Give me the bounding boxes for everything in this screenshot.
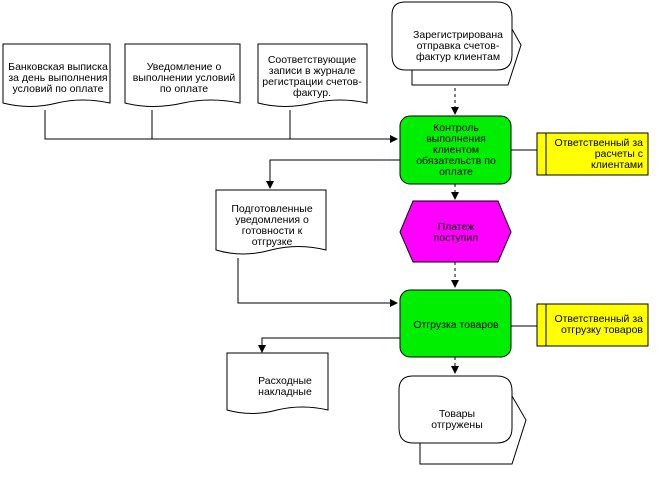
shipping-responsible-role-box[interactable] — [536, 303, 649, 347]
ship-goods-label: Отгрузка товаров — [413, 318, 499, 331]
connector-bank-statement — [44, 110, 398, 143]
control-obligations-function[interactable] — [399, 115, 512, 185]
waybills-document[interactable] — [226, 352, 329, 414]
connector-notifications-to-shipping — [237, 258, 398, 307]
payments-responsible-role-shape — [536, 132, 649, 176]
ship-goods-function[interactable] — [399, 289, 512, 358]
journal-records-document[interactable] — [257, 43, 368, 107]
prepared-notifications-label: Подготовленные уведомления о готовности … — [231, 203, 313, 248]
notification-label: Уведомление о выполнении условий по опла… — [132, 60, 236, 95]
invoices-registered-event-box[interactable] — [391, 1, 513, 71]
bank-statement-document[interactable] — [2, 43, 111, 107]
waybills-label: Расходные накладные — [258, 375, 312, 398]
prepared-notifications-document[interactable] — [215, 189, 327, 255]
goods-shipped-event-shape — [398, 375, 527, 465]
connector-shipping-to-waybills — [258, 337, 400, 353]
shipping-responsible-label: Ответственный за отгрузку товаров — [554, 313, 643, 336]
connector-control-to-notifications — [266, 159, 400, 189]
goods-shipped-event-box[interactable] — [398, 375, 513, 444]
payment-received-label: Платеж поступил — [433, 221, 479, 244]
bank-statement-label: Банковская выписка за день выполнения ус… — [8, 60, 108, 95]
notification-document[interactable] — [124, 43, 241, 107]
payments-responsible-role-box[interactable] — [536, 132, 649, 176]
connectors — [44, 110, 537, 353]
control-obligations-label: Контроль выполнения клиентом обязательст… — [416, 121, 496, 178]
shipping-responsible-role-shape — [536, 303, 649, 347]
payments-responsible-label: Ответственный за расчеты с клиентами — [554, 136, 643, 171]
invoices-registered-label: Зарегистрирована отправка счетов-фактур … — [413, 28, 503, 63]
invoices-registered-event-shape — [391, 1, 522, 86]
payment-received-event[interactable] — [399, 200, 512, 263]
journal-records-label: Соответствующие записи в журнале регистр… — [262, 54, 362, 99]
goods-shipped-label: Товары отгружены — [431, 408, 483, 431]
